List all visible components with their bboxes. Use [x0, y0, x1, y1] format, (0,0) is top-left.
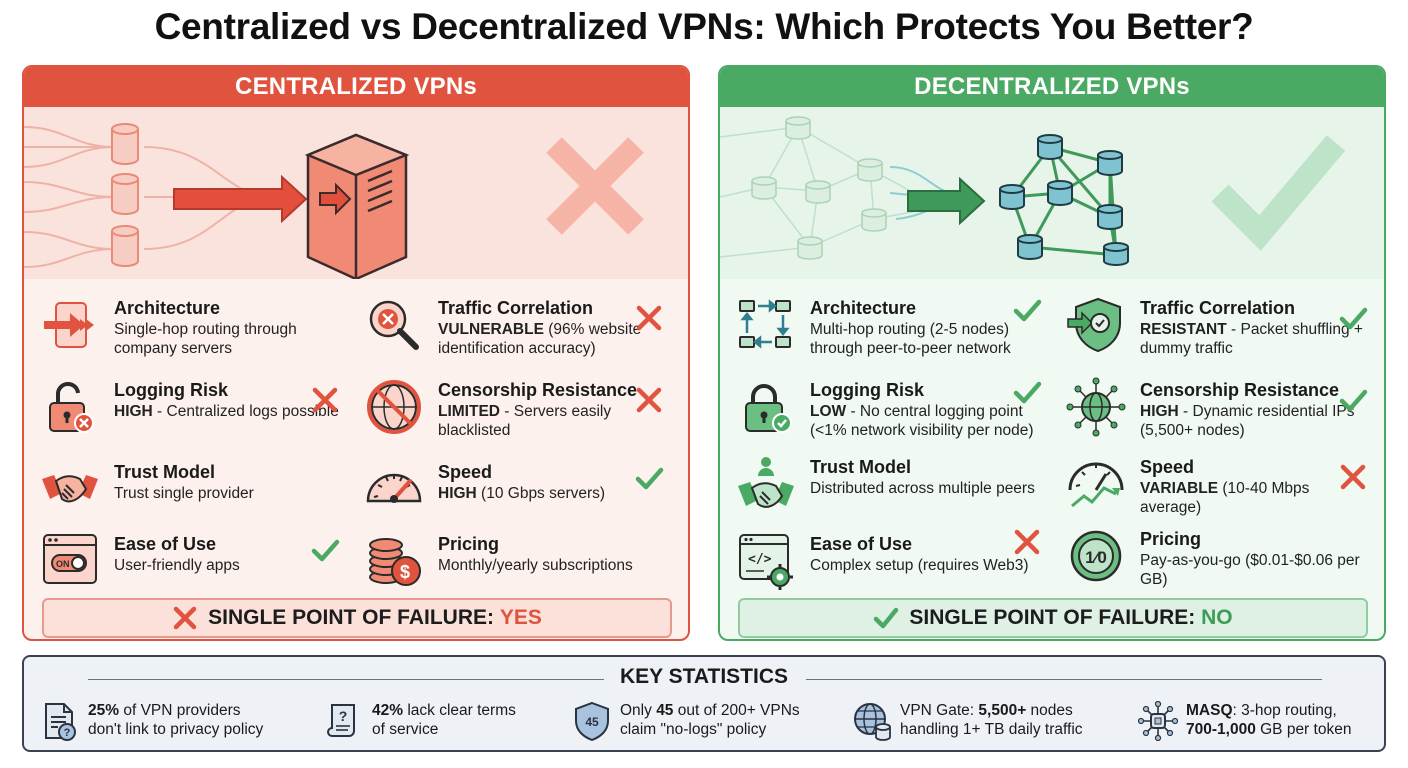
payg-coin-icon: 1⁄0: [1066, 526, 1126, 586]
centralized-traffic-correlation: Traffic Correlation VULNERABLE (96% webs…: [364, 295, 664, 359]
speedometer-icon: [364, 459, 424, 519]
cross-mark-icon: [634, 303, 664, 333]
decentralized-header: DECENTRALIZED VPNs: [720, 67, 1384, 107]
centralized-ease-of-use: ON Ease of Use User-friendly apps: [40, 531, 340, 595]
decentralized-pricing: 1⁄0 Pricing Pay-as-you-go ($0.01-$0.06 p…: [1066, 526, 1366, 590]
cross-mark-icon: [1012, 527, 1042, 557]
magnifier-x-icon: [364, 295, 424, 355]
centralized-speed: Speed HIGH (10 Gbps servers): [364, 459, 664, 523]
centralized-censorship-resistance: Censorship Resistance LIMITED - Servers …: [364, 377, 664, 441]
centralized-trust-model: Trust Model Trust single provider: [40, 459, 340, 523]
locked-padlock-icon: [736, 377, 796, 437]
shield-45-icon: 45: [572, 701, 612, 742]
centralized-header: CENTRALIZED VPNs: [24, 67, 688, 107]
decentralized-logging-risk: Logging Risk LOW - No central logging po…: [736, 377, 1042, 441]
svg-text:1⁄0: 1⁄0: [1085, 548, 1107, 567]
blocked-globe-icon: [364, 377, 424, 437]
document-question-icon: ?: [40, 701, 80, 741]
code-gear-icon: </>: [736, 531, 796, 591]
check-mark-icon: [1012, 295, 1042, 325]
check-mark-icon: [310, 535, 340, 565]
decentralized-traffic-correlation: Traffic Correlation RESISTANT - Packet s…: [1066, 295, 1368, 359]
check-mark-icon: [634, 463, 664, 493]
unlocked-padlock-icon: [40, 377, 100, 437]
check-mark-icon: [1338, 303, 1368, 333]
cross-mark-icon: [1338, 462, 1368, 492]
check-mark-icon: [1338, 385, 1368, 415]
decentralized-speed: Speed VARIABLE (10-40 Mbps average): [1066, 454, 1366, 518]
divider: [806, 679, 1322, 680]
hub-network-icon: [1137, 700, 1179, 742]
check-mark-icon: [1012, 377, 1042, 407]
centralized-architecture: Architecture Single-hop routing through …: [40, 295, 340, 359]
centralized-logging-risk: Logging Risk HIGH - Centralized logs pos…: [40, 377, 340, 441]
multi-hop-nodes-icon: [736, 295, 796, 355]
decentralized-architecture: Architecture Multi-hop routing (2-5 node…: [736, 295, 1042, 359]
coin-stack-icon: $: [364, 531, 424, 591]
page-title: Centralized vs Decentralized VPNs: Which…: [154, 6, 1254, 47]
handshake-icon: [40, 459, 100, 519]
key-statistics-title: KEY STATISTICS: [619, 665, 789, 688]
decentralized-censorship-resistance: Censorship Resistance HIGH - Dynamic res…: [1066, 377, 1368, 441]
centralized-pricing: $ Pricing Monthly/yearly subscriptions: [364, 531, 664, 595]
svg-text:$: $: [400, 562, 410, 582]
network-globe-icon: [1066, 377, 1126, 437]
speedometer-chart-icon: [1066, 454, 1126, 514]
scroll-question-icon: ?: [324, 701, 364, 741]
svg-text:45: 45: [585, 715, 599, 729]
cross-mark-icon: [172, 605, 198, 631]
svg-text:ON: ON: [56, 559, 70, 569]
check-mark-icon: [873, 605, 899, 631]
svg-text:?: ?: [339, 708, 348, 724]
centralized-panel: CENTRALIZED VPNs: [22, 65, 690, 641]
svg-text:</>: </>: [748, 552, 772, 567]
decentralized-ease-of-use: </> Ease of Use Complex setup (requires …: [736, 529, 1040, 595]
decentralized-spof-banner: SINGLE POINT OF FAILURE: NO: [738, 598, 1368, 638]
centralized-spof-banner: SINGLE POINT OF FAILURE: YES: [42, 598, 672, 638]
shield-check-icon: [1066, 295, 1126, 355]
svg-text:?: ?: [64, 727, 71, 739]
routing-arrow-icon: [40, 295, 100, 355]
decentralized-trust-model: Trust Model Distributed across multiple …: [736, 454, 1036, 518]
divider: [88, 679, 604, 680]
decentralized-panel: DECENTRALIZED VPNs: [718, 65, 1386, 641]
toggle-window-icon: ON: [40, 531, 100, 591]
globe-database-icon: [852, 701, 892, 741]
decentralized-illustration: [720, 107, 1384, 279]
centralized-illustration: [24, 107, 688, 279]
distributed-handshake-icon: [736, 454, 796, 514]
cross-mark-icon: [310, 385, 340, 415]
cross-mark-icon: [634, 385, 664, 415]
